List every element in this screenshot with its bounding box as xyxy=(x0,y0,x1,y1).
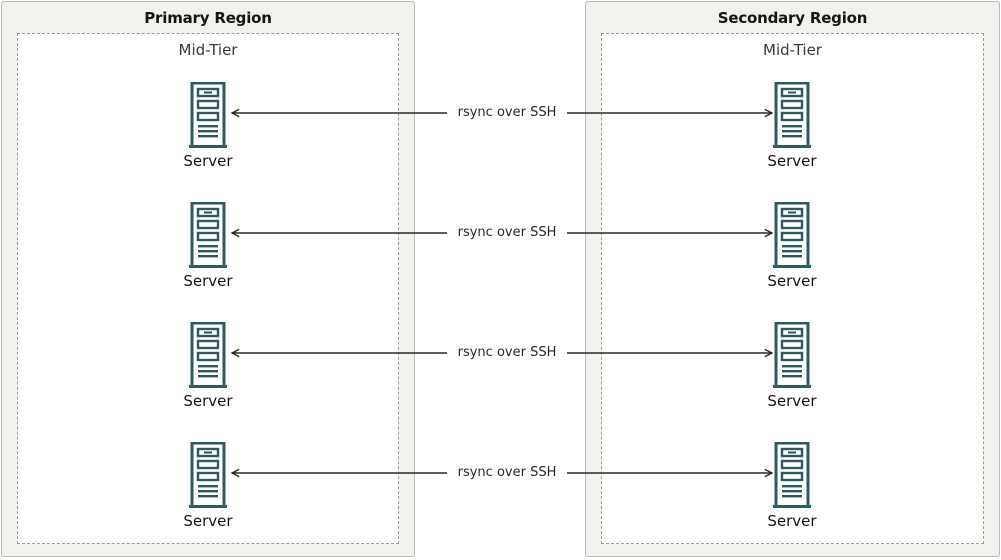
primary-region: Primary Region Mid-Tier xyxy=(1,1,415,557)
primary-mid-tier-title: Mid-Tier xyxy=(178,41,238,59)
server-label: Server xyxy=(183,272,233,290)
server-icon xyxy=(189,82,227,148)
server-label: Server xyxy=(183,512,233,530)
secondary-server-1: Server xyxy=(752,82,832,170)
server-icon xyxy=(773,202,811,268)
server-icon xyxy=(189,322,227,388)
connection-label-2: rsync over SSH xyxy=(447,225,567,241)
secondary-mid-tier-title: Mid-Tier xyxy=(763,41,822,59)
primary-region-title: Primary Region xyxy=(144,9,272,27)
primary-server-2: Server xyxy=(168,202,248,290)
primary-server-4: Server xyxy=(168,442,248,530)
secondary-mid-tier: Mid-Tier xyxy=(601,33,984,544)
server-label: Server xyxy=(767,512,817,530)
secondary-server-2: Server xyxy=(752,202,832,290)
server-icon xyxy=(773,82,811,148)
connection-label-1: rsync over SSH xyxy=(447,105,567,121)
server-label: Server xyxy=(767,152,817,170)
secondary-region: Secondary Region Mid-Tier xyxy=(585,1,1000,557)
server-icon xyxy=(773,442,811,508)
server-label: Server xyxy=(183,152,233,170)
connection-label-4: rsync over SSH xyxy=(447,465,567,481)
secondary-server-3: Server xyxy=(752,322,832,410)
server-label: Server xyxy=(183,392,233,410)
server-icon xyxy=(189,202,227,268)
secondary-region-title: Secondary Region xyxy=(717,9,868,27)
primary-mid-tier: Mid-Tier xyxy=(17,33,399,544)
server-icon xyxy=(773,322,811,388)
server-icon xyxy=(189,442,227,508)
primary-server-3: Server xyxy=(168,322,248,410)
server-label: Server xyxy=(767,392,817,410)
connection-label-3: rsync over SSH xyxy=(447,345,567,361)
primary-server-1: Server xyxy=(168,82,248,170)
server-label: Server xyxy=(767,272,817,290)
secondary-server-4: Server xyxy=(752,442,832,530)
